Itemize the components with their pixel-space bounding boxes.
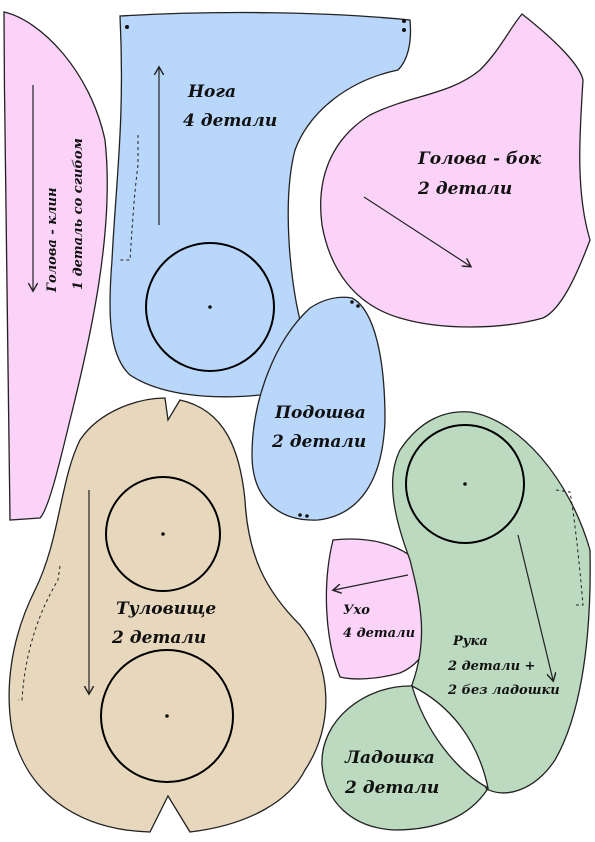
palm-piece: Ладошка 2 детали [321, 684, 489, 831]
head-side-piece: Голова - бок 2 детали [320, 13, 591, 328]
head-side-label-count: 2 детали [417, 179, 512, 199]
head-wedge-label-name: Голова - клин [45, 188, 60, 293]
center-dot [165, 714, 169, 718]
center-dot [161, 532, 165, 536]
sole-label-count: 2 детали [271, 432, 366, 452]
cut-circle [145, 242, 275, 372]
body-piece: Туловище 2 детали [8, 397, 327, 833]
head-wedge-label-count: 1 деталь со сгибом [71, 138, 86, 290]
leg-label-name: Нога [187, 82, 236, 102]
grain-arrow [517, 534, 553, 680]
grain-arrow [334, 574, 409, 590]
seam-allowance-mark [555, 489, 584, 606]
center-dot [463, 482, 467, 486]
notch-dot [402, 19, 406, 23]
head-side-label-name: Голова - бок [417, 149, 542, 169]
seam-allowance-mark [18, 565, 61, 701]
cut-circle [105, 476, 221, 592]
head-side-shape [320, 13, 591, 328]
grain-arrow [363, 196, 470, 266]
notch-dot [125, 25, 129, 29]
head-wedge-shape [3, 11, 108, 521]
body-label-name: Туловище [116, 599, 216, 619]
sole-piece: Подошва 2 детали [251, 296, 386, 521]
seam-allowance-mark [118, 135, 139, 261]
arm-piece: Рука 2 детали + 2 без ладошки [391, 411, 591, 794]
notch-dot [356, 304, 360, 308]
palm-label-count: 2 детали [344, 778, 439, 798]
arm-label-count-without-palm: 2 без ладошки [447, 683, 560, 698]
notch-dot [350, 300, 354, 304]
body-label-count: 2 детали [111, 628, 206, 648]
sole-shape [251, 296, 386, 521]
palm-label-name: Ладошка [344, 748, 435, 768]
ear-label-name: Ухо [343, 603, 370, 618]
cut-circle [100, 649, 234, 783]
arm-label-name: Рука [452, 634, 488, 649]
notch-dot [402, 28, 406, 32]
cut-circle [405, 424, 525, 544]
head-wedge-piece: Голова - клин 1 деталь со сгибом [3, 11, 108, 521]
center-dot [208, 305, 212, 309]
leg-piece: Нога 4 детали [109, 11, 412, 398]
arm-label-count: 2 детали + [447, 659, 535, 674]
sole-label-name: Подошва [274, 403, 366, 423]
ear-label-count: 4 детали [343, 626, 415, 641]
body-shape [8, 397, 327, 833]
leg-label-count: 4 детали [183, 111, 277, 131]
ear-piece: Ухо 4 детали [325, 538, 436, 680]
notch-dot [305, 514, 309, 518]
palm-overlap-cutout [410, 684, 489, 790]
notch-dot [298, 513, 302, 517]
